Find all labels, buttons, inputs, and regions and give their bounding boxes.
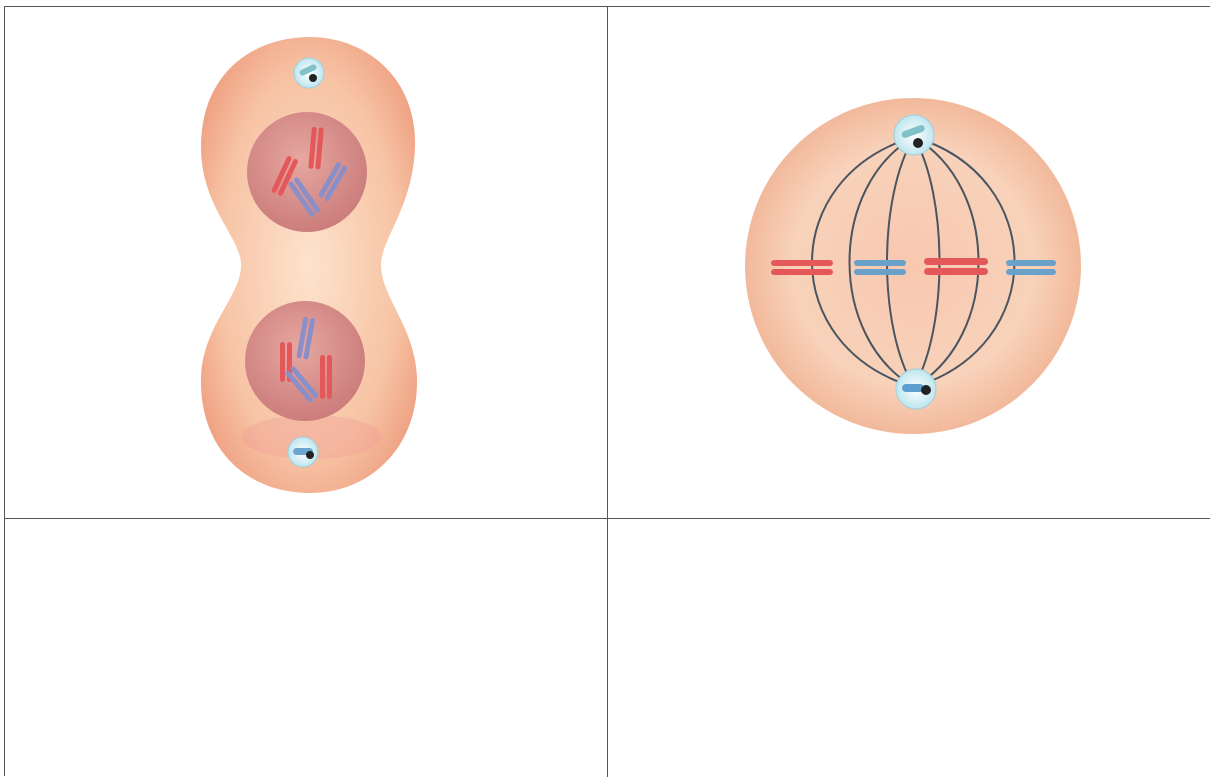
panel-empty-2 bbox=[608, 519, 1210, 777]
centrosome-top bbox=[894, 115, 934, 155]
centrosome-top bbox=[294, 58, 324, 88]
metaphase-cell-illustration bbox=[608, 7, 1210, 519]
nucleus-top bbox=[247, 112, 367, 232]
panel-telophase-cytokinesis bbox=[5, 7, 608, 519]
panel-empty-1 bbox=[5, 519, 608, 777]
centrosome-bottom bbox=[896, 369, 936, 409]
telophase-cell-illustration bbox=[5, 7, 608, 519]
panel-metaphase bbox=[608, 7, 1210, 519]
panel-grid bbox=[4, 6, 1210, 776]
centrosome-bottom bbox=[288, 437, 318, 467]
nucleus-bottom bbox=[245, 301, 365, 421]
